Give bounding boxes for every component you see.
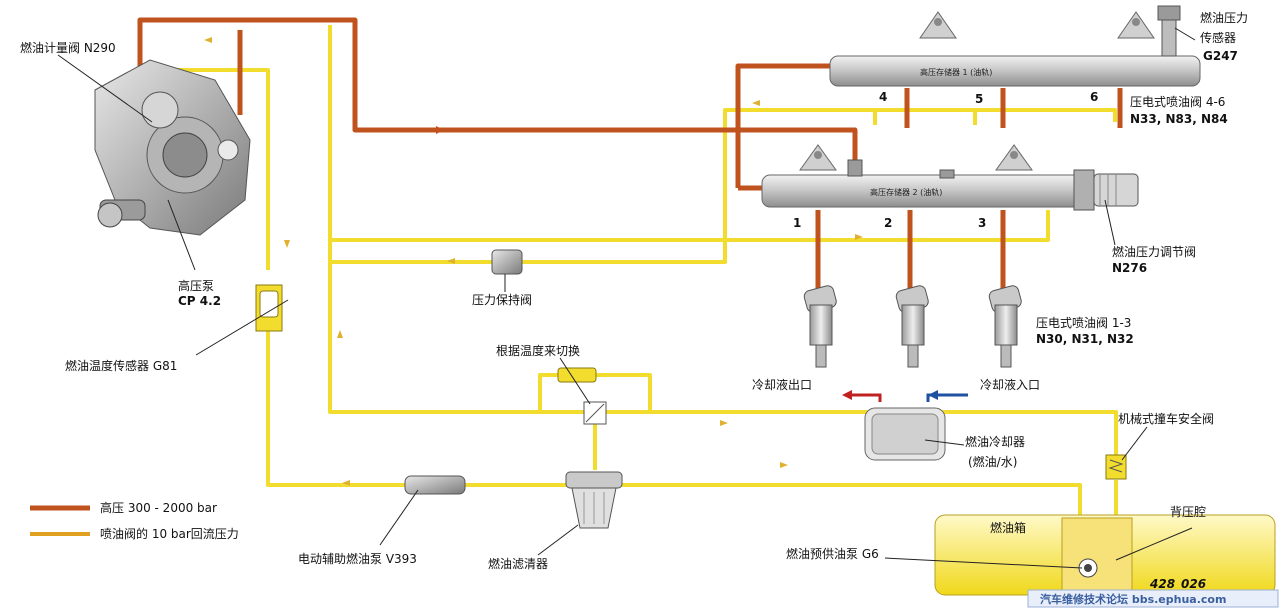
injector-number-4: 4 xyxy=(879,90,887,104)
pressure-holding-valve xyxy=(491,249,523,275)
label-cooler-l1: 燃油冷却器 xyxy=(965,434,1025,449)
injector-number-3: 3 xyxy=(978,216,986,230)
label-coolant-in: 冷却液入口 xyxy=(980,377,1040,392)
fuel-tank xyxy=(934,514,1276,596)
watermark: 汽车维修技术论坛 bbs.ephua.com xyxy=(1027,589,1279,608)
label-injectors-46-codes: N33, N83, N84 xyxy=(1130,112,1228,126)
injector-number-6: 6 xyxy=(1090,90,1098,104)
rail-1-label: 高压存储器 1 (油轨) xyxy=(920,67,992,77)
injector-number-5: 5 xyxy=(975,92,983,106)
aux-fuel-pump xyxy=(404,475,466,495)
watermark-text: 汽车维修技术论坛 bbs.ephua.com xyxy=(1040,592,1226,606)
rail-2: 高压存储器 2 (油轨) xyxy=(761,144,1139,211)
high-pressure-lines xyxy=(137,17,1123,290)
label-aux-pump: 电动辅助燃油泵 V393 xyxy=(298,551,417,566)
label-regulator-name: 燃油压力调节阀 xyxy=(1112,244,1196,259)
label-injectors-46-name: 压电式喷油阀 4-6 xyxy=(1130,95,1225,109)
rail-2-label: 高压存储器 2 (油轨) xyxy=(870,187,942,197)
crash-safety-valve xyxy=(1105,454,1127,480)
label-coolant-out: 冷却液出口 xyxy=(752,377,812,392)
fuel-cooler xyxy=(842,390,968,461)
label-metering-valve: 燃油计量阀 N290 xyxy=(20,40,116,55)
label-regulator-code: N276 xyxy=(1112,261,1147,275)
return-lines xyxy=(166,25,1118,560)
injector-number-2: 2 xyxy=(884,216,892,230)
injector-3 xyxy=(988,285,1022,368)
label-crash-valve: 机械式撞车安全阀 xyxy=(1118,411,1214,426)
high-pressure-pump xyxy=(94,59,251,236)
label-figure-code: 428_026 xyxy=(1149,577,1206,592)
rail-1: 高压存储器 1 (油轨) xyxy=(829,5,1201,87)
label-backpressure: 背压腔 xyxy=(1170,504,1206,519)
label-temp-sensor: 燃油温度传感器 G81 xyxy=(65,358,177,373)
label-hp-pump-model: CP 4.2 xyxy=(178,294,221,308)
fuel-temp-sensor xyxy=(255,284,283,332)
label-pressure-sensor-code: G247 xyxy=(1203,49,1238,63)
fuel-filter xyxy=(565,471,623,529)
legend-label-return: 喷油阀的 10 bar回流压力 xyxy=(100,526,239,541)
injector-1 xyxy=(803,285,837,368)
label-filter: 燃油滤清器 xyxy=(488,556,548,571)
label-pressure-sensor-l1: 燃油压力 xyxy=(1200,10,1248,25)
label-prefeed-pump: 燃油预供油泵 G6 xyxy=(786,546,879,561)
injector-number-1: 1 xyxy=(793,216,801,230)
pressure-regulator xyxy=(1073,169,1139,211)
label-injectors-13-name: 压电式喷油阀 1-3 xyxy=(1036,316,1131,330)
flow-arrows xyxy=(204,37,863,486)
label-injectors-13-codes: N30, N31, N32 xyxy=(1036,332,1134,346)
label-cooler-l2: (燃油/水) xyxy=(968,454,1017,469)
injector-2 xyxy=(895,285,929,368)
label-holding-valve: 压力保持阀 xyxy=(472,292,532,307)
label-temp-switch: 根据温度来切换 xyxy=(496,343,580,358)
leader-lines xyxy=(57,27,1196,569)
legend: 高压 300 - 2000 bar 喷油阀的 10 bar回流压力 xyxy=(30,500,239,541)
label-pressure-sensor-l2: 传感器 xyxy=(1200,30,1236,45)
label-tank: 燃油箱 xyxy=(990,520,1026,535)
injectors-1-3 xyxy=(803,285,1022,368)
label-hp-pump-name: 高压泵 xyxy=(178,278,214,293)
legend-label-high-pressure: 高压 300 - 2000 bar xyxy=(100,500,217,515)
temp-switch-valve xyxy=(557,367,607,425)
